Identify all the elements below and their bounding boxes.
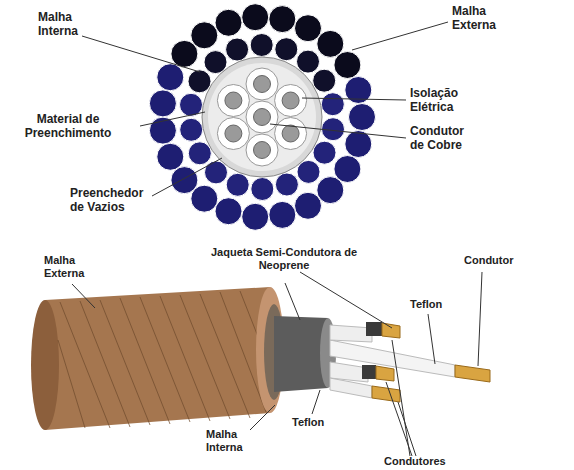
inner-armor-wire — [204, 51, 227, 74]
electrical-insulation — [217, 85, 249, 117]
jacket-segment — [362, 365, 376, 379]
part-label: Teflon — [410, 298, 470, 311]
outer-armor-wire — [242, 203, 269, 230]
outer-armor-wire — [157, 143, 184, 170]
inner-armor-wire — [297, 50, 320, 73]
part-label: Teflon — [292, 416, 352, 429]
part-label: Preenchedor de Vazios — [70, 186, 152, 215]
outer-armor-wire — [149, 90, 176, 117]
inner-armor-wire — [313, 141, 336, 164]
part-label: Malha Externa — [44, 254, 100, 280]
outer-armor-wire — [157, 64, 184, 91]
part-label: Jaqueta Semi-Condutora de Neoprene — [210, 246, 358, 272]
outer-armor-wire — [242, 4, 269, 31]
outer-armor-wire — [215, 198, 242, 225]
outer-armor-wire — [171, 167, 198, 194]
electrical-insulation — [246, 68, 278, 100]
inner-armor-wire — [251, 178, 274, 201]
part-label: Condutores — [384, 455, 474, 468]
teflon-wire — [330, 325, 372, 342]
electrical-insulation — [275, 85, 307, 117]
inner-armor-wire — [188, 70, 211, 93]
part-label: Malha Externa — [452, 4, 516, 33]
inner-armor-wire — [297, 160, 320, 183]
inner-armor-wire — [313, 69, 336, 92]
copper-conductor — [225, 92, 242, 109]
inner-armor-wire — [180, 118, 203, 141]
copper-conductor — [382, 323, 400, 338]
void-filler — [208, 63, 316, 171]
outer-armor-wire — [295, 15, 322, 42]
copper-conductor — [282, 125, 299, 142]
part-label: Condutor — [464, 254, 534, 267]
teflon-wire — [330, 378, 372, 398]
outer-armor-wire — [215, 9, 242, 36]
jacket-segment — [366, 322, 382, 336]
part-label: Malha Interna — [38, 10, 100, 39]
copper-conductor — [455, 365, 490, 382]
electrical-insulation — [217, 118, 249, 150]
inner-armor-wire — [205, 161, 228, 184]
outer-armor-wire — [269, 201, 296, 228]
copper-conductor — [254, 109, 271, 126]
outer-armor-wire — [269, 6, 296, 33]
copper-conductor — [254, 76, 271, 93]
part-label: Isolação Elétrica — [410, 86, 482, 115]
inner-armor-wire — [275, 38, 298, 61]
outer-armor-body — [45, 287, 270, 430]
leader-lines — [72, 22, 482, 456]
inner-armor-wire — [226, 173, 249, 196]
semiconductor-jacket — [274, 316, 328, 392]
electrical-insulation — [275, 118, 307, 150]
outer-armor-end — [31, 300, 59, 430]
inner-armor-wire — [250, 34, 273, 57]
outer-armor-wire — [191, 22, 218, 49]
copper-conductor — [376, 366, 394, 381]
copper-conductor — [372, 386, 400, 402]
copper-conductor — [254, 142, 271, 159]
outer-armor-wire — [317, 177, 344, 204]
copper-conductor — [282, 92, 299, 109]
inner-armor-wire — [321, 93, 344, 116]
electrical-insulation — [246, 134, 278, 166]
cable-cutaway — [31, 287, 490, 430]
outer-armor-wire — [349, 104, 376, 131]
part-label: Condutor de Cobre — [410, 124, 474, 153]
part-label: Malha Interna — [206, 428, 262, 454]
armor-strands — [58, 291, 268, 428]
inner-armor-wire — [226, 38, 249, 61]
inner-armor-wire — [188, 142, 211, 165]
outer-armor-wire — [295, 192, 322, 219]
outer-armor-wire — [334, 52, 361, 79]
electrical-insulation — [246, 101, 278, 133]
inner-armor-wire — [275, 173, 298, 196]
part-label: Material de Preenchimento — [18, 112, 118, 141]
copper-conductor — [225, 125, 242, 142]
